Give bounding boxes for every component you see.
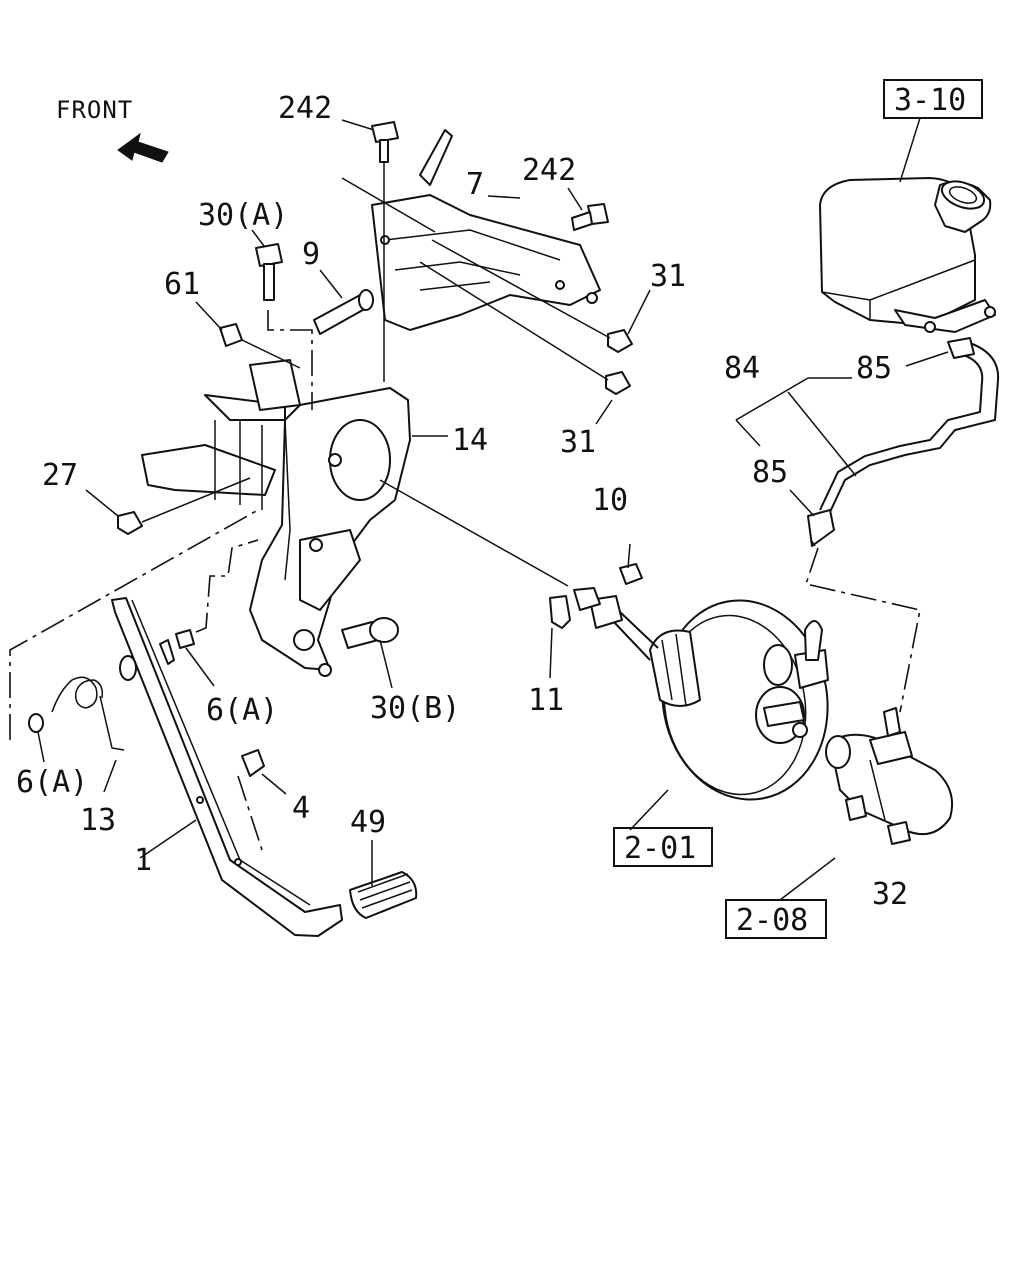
callout-242-top: 242 [278, 91, 332, 126]
callout-84: 84 [724, 351, 760, 386]
nut-31-top-icon [607, 329, 633, 353]
washer-61-icon [219, 323, 243, 347]
callout-27: 27 [42, 458, 78, 493]
callout-9: 9 [302, 237, 320, 272]
upper-bracket [341, 129, 601, 331]
callout-4: 4 [292, 791, 310, 826]
callout-242-right: 242 [522, 153, 576, 188]
front-arrow-icon [117, 132, 169, 163]
bushing-6a-mid-icon [175, 629, 195, 649]
hose-clamp-top-icon [947, 337, 975, 359]
bolt-242-top [371, 121, 399, 163]
brake-booster [573, 587, 829, 831]
bolt-30b [341, 617, 399, 649]
callout-32: 32 [872, 877, 908, 912]
callout-6a-mid: 6(A) [206, 693, 278, 728]
hose-clamp-bottom-icon [807, 509, 835, 547]
callout-30b: 30(B) [370, 691, 460, 726]
pedal-pad-49 [349, 871, 418, 919]
reservoir-hose [807, 337, 1000, 547]
master-cylinder [779, 707, 954, 901]
callout-10: 10 [592, 483, 628, 518]
pedal-bracket [141, 359, 448, 677]
pin-10-icon [619, 563, 643, 585]
washer-6a-left-icon [28, 713, 44, 733]
callout-7: 7 [466, 167, 484, 202]
callout-85-mid: 85 [752, 455, 788, 490]
brake-pedal-arm [111, 597, 343, 937]
front-label: FRONT [56, 96, 133, 124]
callout-31-bottom: 31 [560, 425, 596, 460]
pin-9 [313, 289, 374, 335]
clip-4-icon [241, 749, 265, 777]
callout-11: 11 [528, 683, 564, 718]
callout-6a-left: 6(A) [16, 765, 88, 800]
clip-11-icon [549, 595, 571, 629]
ref-box-3-10-label: 3-10 [894, 83, 966, 118]
return-spring-13 [51, 676, 125, 793]
callout-13: 13 [80, 803, 116, 838]
callout-85-top: 85 [856, 351, 892, 386]
bolt-242-right [571, 203, 609, 231]
ref-box-2-01-label: 2-01 [624, 831, 696, 866]
callout-30a: 30(A) [198, 198, 288, 233]
ref-box-2-01[interactable]: 2-01 [613, 827, 713, 867]
ref-box-2-08-label: 2-08 [736, 903, 808, 938]
nut-31-bottom-icon [605, 371, 631, 395]
reservoir-tank [819, 117, 996, 333]
callout-14: 14 [452, 423, 488, 458]
ref-box-2-08[interactable]: 2-08 [725, 899, 827, 939]
ref-box-3-10[interactable]: 3-10 [883, 79, 983, 119]
nut-27-icon [117, 511, 143, 535]
bolt-30a [255, 243, 283, 301]
callout-1: 1 [134, 843, 152, 878]
callout-31-top: 31 [650, 259, 686, 294]
callout-49: 49 [350, 805, 386, 840]
callout-61: 61 [164, 267, 200, 302]
